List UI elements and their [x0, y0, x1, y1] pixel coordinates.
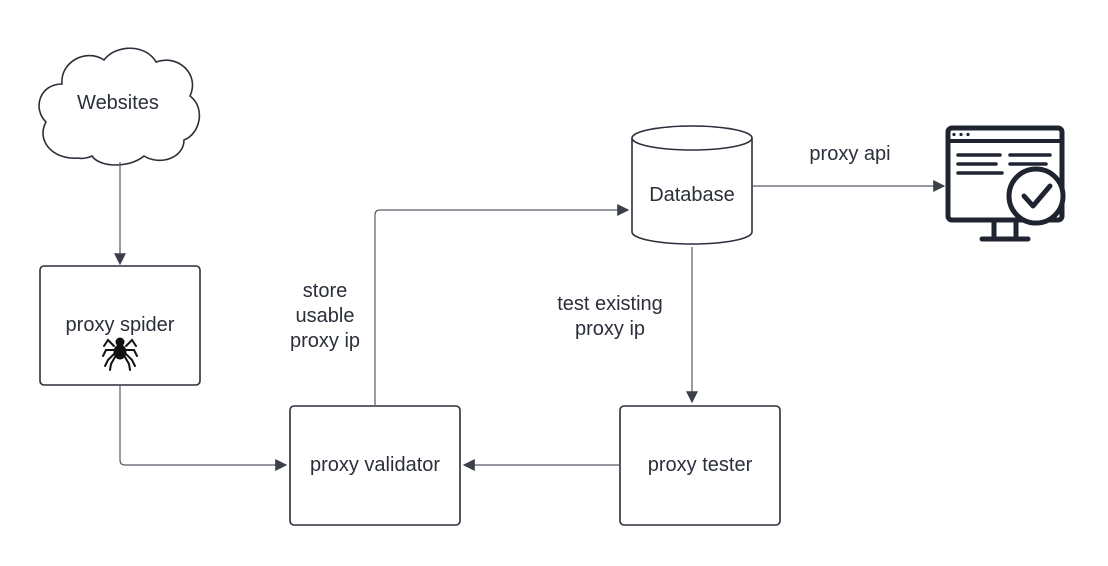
store-edge-label-line: store	[302, 280, 348, 302]
proxy-tester-node[interactable]	[619, 405, 781, 526]
proxy-validator-label: proxy validator	[309, 454, 441, 476]
database-node[interactable]	[631, 125, 753, 245]
store-edge-label: store usable proxy ip	[270, 279, 380, 354]
test-edge-label-line: proxy ip	[574, 318, 646, 340]
edge-validator-to-database	[374, 204, 630, 405]
edge-spider-to-validator	[119, 386, 288, 471]
api-edge-label: proxy api	[809, 143, 891, 165]
proxy-tester-label: proxy tester	[647, 454, 753, 476]
proxy-spider-label: proxy spider	[65, 314, 175, 336]
test-edge-label: test existing proxy ip	[530, 292, 690, 342]
store-edge-label-line: proxy ip	[289, 330, 361, 352]
websites-label: Websites	[77, 92, 159, 114]
test-edge-label-line: test existing	[557, 293, 663, 315]
proxy-validator-node[interactable]	[289, 405, 461, 526]
database-label: Database	[649, 184, 735, 206]
monitor-check-icon[interactable]	[945, 125, 1066, 242]
websites-cloud-shape[interactable]	[38, 47, 201, 166]
store-edge-label-line: usable	[295, 305, 355, 327]
spider-icon	[102, 337, 138, 371]
proxy-spider-node[interactable]	[39, 265, 201, 386]
